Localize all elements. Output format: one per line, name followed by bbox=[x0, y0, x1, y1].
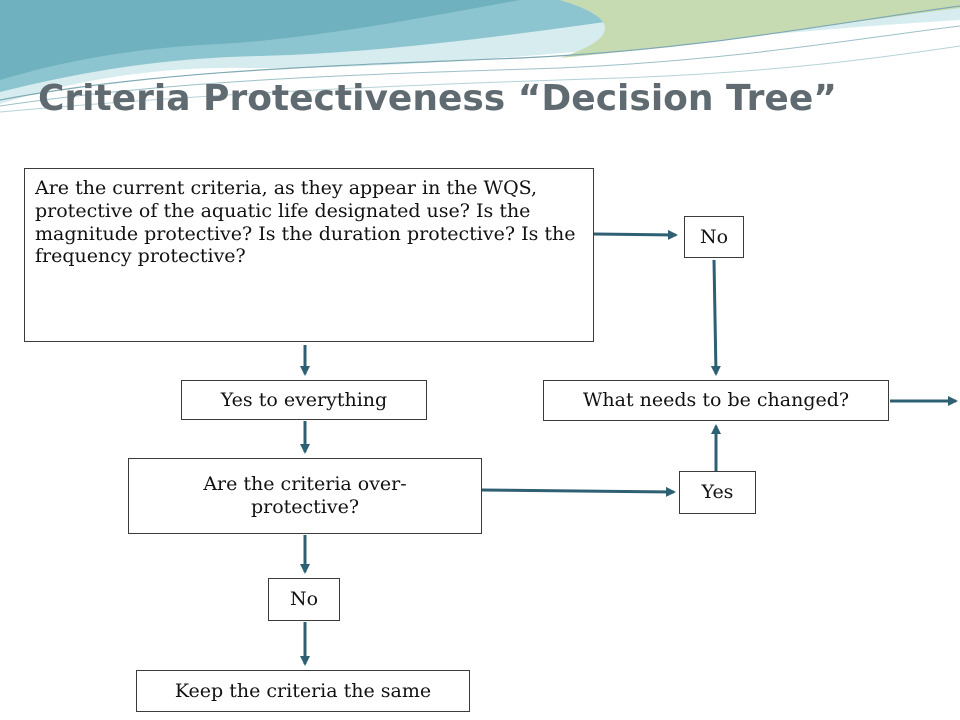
node-no-top-text: No bbox=[699, 225, 729, 248]
wave-line-2 bbox=[0, 25, 960, 107]
node-keep-same: Keep the criteria the same bbox=[136, 670, 470, 712]
arrow-no-to-what-needs-changed bbox=[710, 259, 721, 376]
node-question-protective: Are the current criteria, as they appear… bbox=[24, 168, 594, 342]
node-no-top: No bbox=[684, 216, 744, 258]
node-yes-to-everything: Yes to everything bbox=[181, 380, 427, 420]
node-question-protective-text: Are the current criteria, as they appear… bbox=[35, 177, 576, 268]
node-yes-text: Yes bbox=[701, 481, 734, 504]
node-keep-same-text: Keep the criteria the same bbox=[174, 679, 432, 702]
wave-band-deep bbox=[0, 0, 520, 80]
node-what-needs-changed: What needs to be changed? bbox=[543, 380, 889, 421]
node-yes: Yes bbox=[679, 471, 756, 514]
node-yes-to-everything-text: Yes to everything bbox=[220, 388, 388, 411]
node-what-needs-changed-text: What needs to be changed? bbox=[582, 389, 850, 412]
node-question-over-protective-text: Are the criteria over-protective? bbox=[203, 473, 407, 518]
wave-line-1 bbox=[0, 5, 960, 101]
decorative-wave-banner bbox=[0, 0, 960, 113]
node-no-bottom: No bbox=[268, 578, 340, 621]
arrow-question-to-no bbox=[593, 229, 678, 240]
wave-band-green bbox=[560, 0, 960, 58]
arrow-over-protective-to-yes bbox=[481, 486, 676, 497]
wave-line-3 bbox=[0, 45, 960, 113]
node-question-over-protective: Are the criteria over-protective? bbox=[128, 458, 482, 534]
page-title: Criteria Protectiveness “Decision Tree” bbox=[38, 78, 837, 119]
node-no-bottom-text: No bbox=[289, 588, 319, 611]
